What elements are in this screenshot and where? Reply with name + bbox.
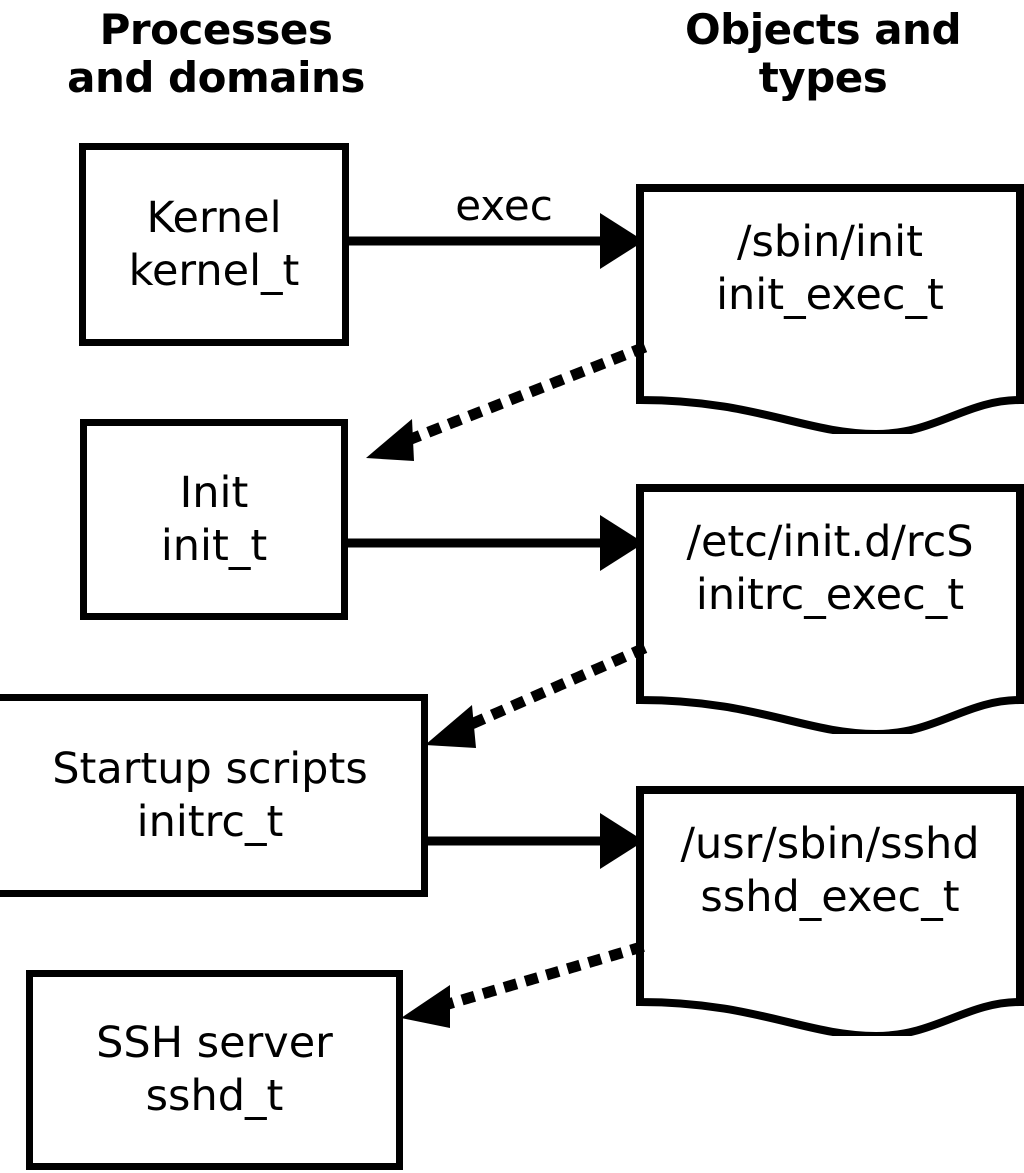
column-header-processes: Processes and domains: [67, 5, 365, 102]
edge-initrc-exec-sshd-exec: [428, 813, 644, 869]
edge-label-exec: exec: [455, 181, 553, 230]
edge-init-exec-initrc-exec: [348, 515, 644, 571]
process-box-ssh-server[interactable]: SSH server sshd_t: [26, 970, 403, 1170]
process-box-startup-scripts[interactable]: Startup scripts initrc_t: [0, 694, 428, 897]
document-shape-icon: [636, 184, 1024, 434]
object-doc-sshd-exec-label: /usr/sbin/sshd sshd_exec_t: [680, 819, 980, 922]
arrowhead-icon: [425, 705, 476, 748]
edge-line-dotted: [459, 642, 648, 734]
edge-initrc-exec-transition-initrc: [425, 642, 648, 748]
object-doc-sshd-exec[interactable]: /usr/sbin/sshd sshd_exec_t: [636, 786, 1024, 1036]
process-box-init-label: Init init_t: [160, 467, 268, 571]
process-box-ssh-server-label: SSH server sshd_t: [96, 1018, 333, 1121]
document-shape-icon: [636, 786, 1024, 1036]
object-doc-init-exec[interactable]: /sbin/init init_exec_t: [636, 184, 1024, 434]
object-doc-initrc-exec[interactable]: /etc/init.d/rcS initrc_exec_t: [636, 484, 1024, 734]
process-box-init[interactable]: Init init_t: [80, 419, 348, 620]
column-header-objects: Objects and types: [684, 5, 962, 102]
edge-sshd-exec-transition-sshd: [401, 941, 645, 1028]
edge-init-exec-transition-init: [366, 341, 648, 461]
object-doc-initrc-exec-label: /etc/init.d/rcS initrc_exec_t: [686, 517, 974, 620]
edge-line-dotted: [398, 341, 648, 449]
document-shape-icon: [636, 484, 1024, 734]
arrowhead-icon: [401, 985, 450, 1028]
process-box-startup-scripts-label: Startup scripts initrc_t: [52, 743, 368, 847]
arrowhead-icon: [366, 419, 414, 461]
edge-line-dotted: [438, 941, 645, 1012]
process-box-kernel-label: Kernel kernel_t: [128, 192, 300, 296]
object-doc-init-exec-label: /sbin/init init_exec_t: [716, 217, 944, 320]
process-box-kernel[interactable]: Kernel kernel_t: [79, 143, 349, 346]
